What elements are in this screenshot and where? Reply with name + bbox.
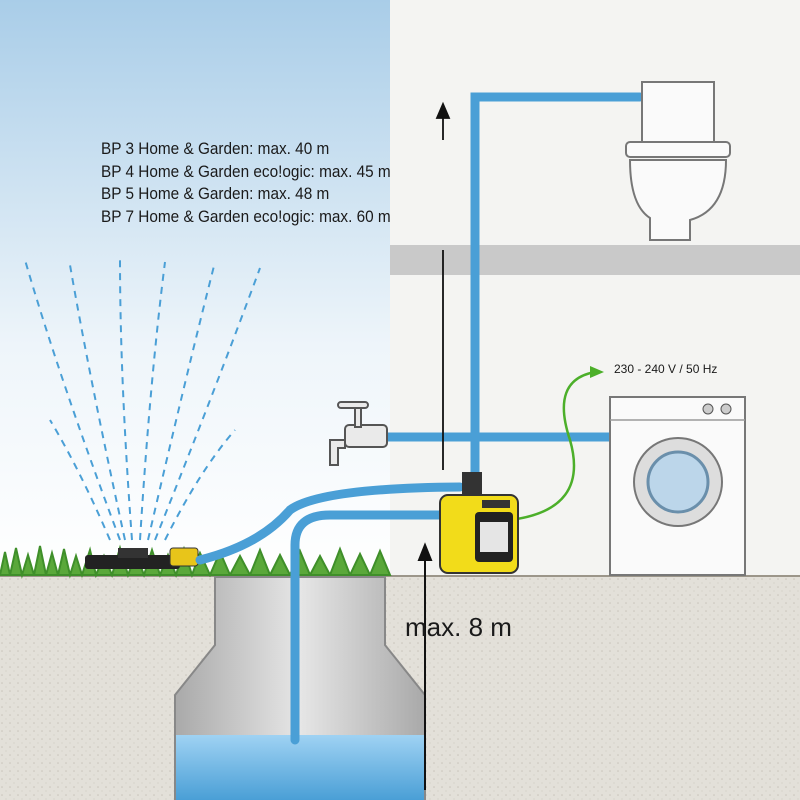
pipes <box>195 92 645 745</box>
garden-pump <box>439 472 519 574</box>
garden-hose <box>195 482 465 565</box>
model-line: BP 4 Home & Garden eco!ogic: max. 45 m <box>101 162 391 181</box>
sprinkler-spray <box>24 259 261 541</box>
well-water <box>176 735 424 800</box>
power-label: 230 - 240 V / 50 Hz <box>614 362 718 376</box>
model-line: BP 5 Home & Garden: max. 48 m <box>101 185 330 203</box>
washing-machine <box>609 396 746 576</box>
sky <box>0 0 390 575</box>
toilet <box>625 81 731 241</box>
model-delivery-heights: BP 3 Home & Garden: max. 40 m BP 4 Home … <box>101 138 391 228</box>
model-line: BP 7 Home & Garden eco!ogic: max. 60 m <box>101 207 391 226</box>
suction-depth-label: max. 8 m <box>405 612 512 642</box>
power-plug-icon <box>590 366 604 378</box>
floor-slab <box>390 245 800 275</box>
model-line: BP 3 Home & Garden: max. 40 m <box>101 140 330 158</box>
power-cable <box>509 370 596 522</box>
faucet <box>329 401 388 466</box>
delivery-height-arrow <box>435 101 451 470</box>
riser-pipe <box>470 92 645 495</box>
suction-pipe <box>290 510 450 745</box>
suction-depth-arrow <box>417 542 433 790</box>
sprinkler <box>85 547 199 569</box>
